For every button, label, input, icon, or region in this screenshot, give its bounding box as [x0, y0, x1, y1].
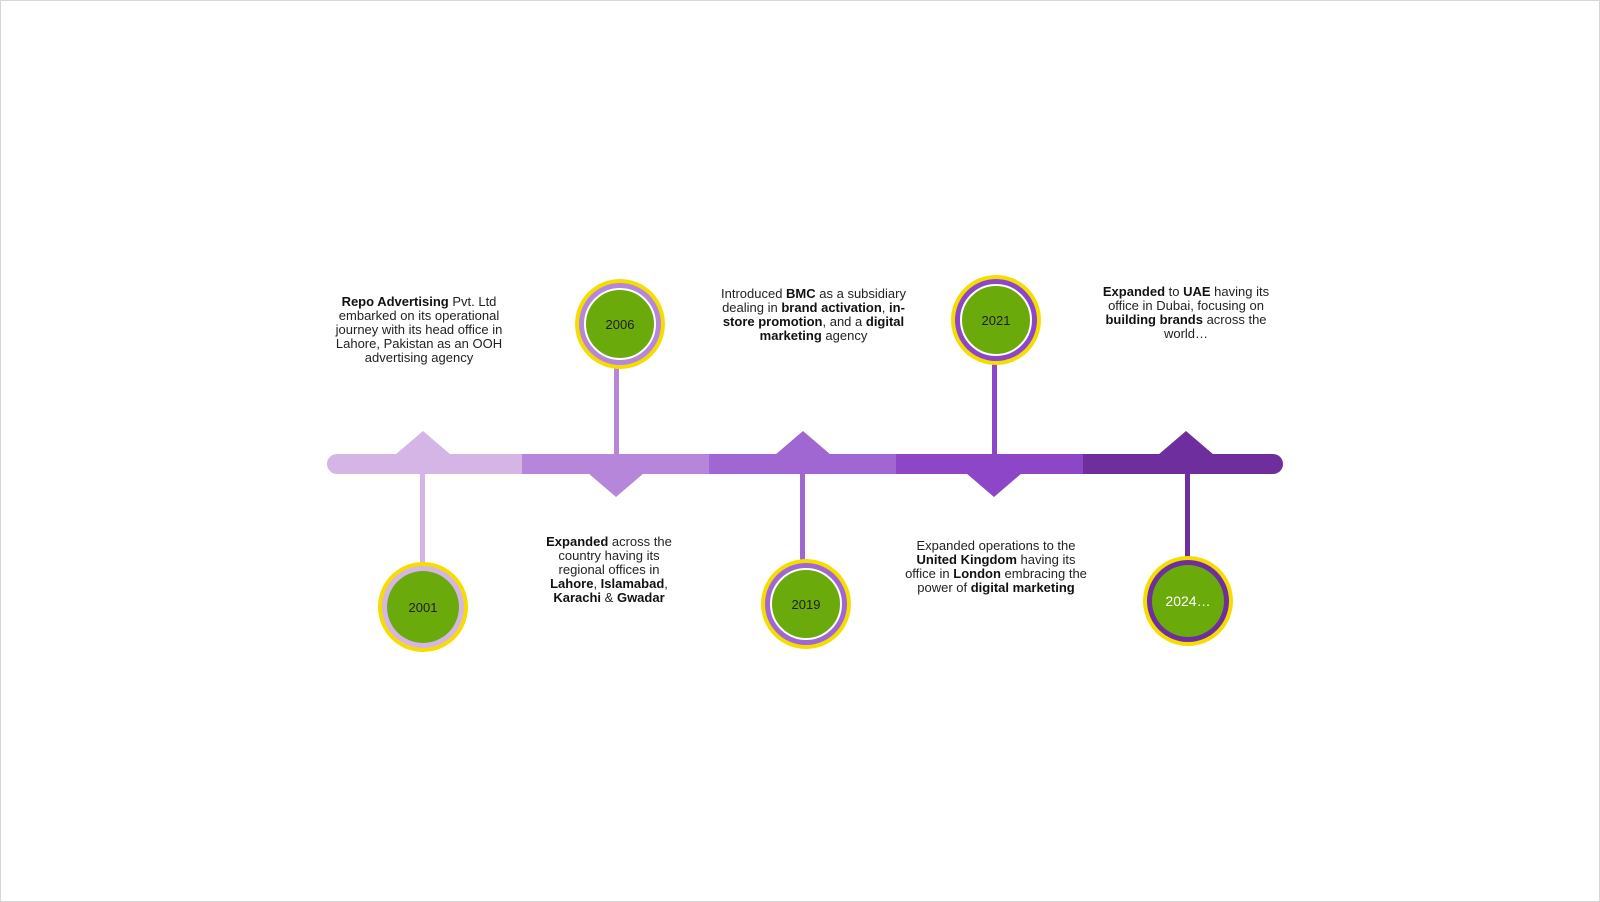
milestone-description-2021: Expanded operations to the United Kingdo… [901, 539, 1091, 595]
milestone-node-2021: 2021 [951, 275, 1041, 365]
milestone-description-2019: Introduced BMC as a subsidiary dealing i… [721, 287, 906, 343]
description-emphasis: UAE [1183, 284, 1211, 299]
description-text: & [601, 590, 617, 605]
timeline-stem-2021 [992, 363, 997, 455]
timeline-segment-3 [709, 454, 897, 474]
timeline-arrow-2019 [775, 431, 831, 455]
description-emphasis: Expanded [1102, 284, 1166, 299]
description-emphasis: Karachi [553, 590, 602, 605]
description-text: having its office in [905, 552, 1076, 581]
description-emphasis: digital marketing [970, 580, 1075, 595]
description-text: , and a [822, 314, 866, 329]
timeline-arrow-2021 [966, 473, 1022, 497]
timeline-stem-2006 [614, 367, 619, 455]
milestone-description-2024: Expanded to UAE having its office in Dub… [1100, 285, 1272, 341]
milestone-description-2001: Repo Advertising Pvt. Ltd embarked on it… [324, 295, 514, 365]
description-text: across the country having its regional o… [558, 534, 672, 577]
description-emphasis: Lahore [550, 576, 594, 591]
description-emphasis: London [953, 566, 1001, 581]
description-text: Introduced [721, 286, 787, 301]
milestone-node-2001: 2001 [378, 562, 468, 652]
timeline-segment-2 [522, 454, 710, 474]
description-emphasis: Repo Advertising [341, 294, 449, 309]
description-text: , [881, 300, 890, 315]
description-emphasis: United Kingdom [916, 552, 1017, 567]
milestone-node-2006: 2006 [575, 279, 665, 369]
timeline-stem-2001 [420, 473, 425, 563]
description-emphasis: Gwadar [616, 590, 665, 605]
description-emphasis: brand activation [781, 300, 882, 315]
description-text: , [593, 576, 601, 591]
milestone-year-2006: 2006 [605, 316, 635, 332]
milestone-year-2019: 2019 [791, 596, 821, 612]
description-emphasis: BMC [786, 286, 816, 301]
description-emphasis: building brands [1105, 312, 1203, 327]
timeline-segment-5 [1083, 454, 1283, 474]
description-text: having its office in Dubai, focusing on [1108, 284, 1270, 313]
description-text: Expanded operations to the [916, 538, 1076, 553]
timeline-arrow-2001 [395, 431, 451, 455]
timeline-stem-2024 [1185, 473, 1190, 559]
description-text: Pvt. Ltd embarked on its operational jou… [335, 294, 503, 365]
description-emphasis: in-store promotion [722, 300, 905, 329]
milestone-node-2024: 2024… [1143, 556, 1233, 646]
description-emphasis: Expanded [546, 534, 609, 549]
milestone-node-2019: 2019 [761, 559, 851, 649]
description-text: across the world… [1163, 312, 1267, 341]
timeline-arrow-2006 [588, 473, 644, 497]
description-emphasis: digital marketing [759, 314, 905, 343]
milestone-year-2024: 2024… [1165, 593, 1211, 609]
description-text: as a subsidiary dealing in [722, 286, 906, 315]
description-text: , [664, 576, 668, 591]
description-text: to [1165, 284, 1184, 299]
timeline-arrow-2024 [1158, 431, 1214, 455]
description-text: embracing the power of [917, 566, 1087, 595]
milestone-year-2021: 2021 [981, 312, 1011, 328]
milestone-year-2001: 2001 [408, 599, 438, 615]
description-emphasis: Islamabad [600, 576, 665, 591]
timeline-stem-2019 [800, 473, 805, 561]
milestone-description-2006: Expanded across the country having its r… [534, 535, 684, 605]
timeline-segment-4 [896, 454, 1084, 474]
description-text: agency [821, 328, 868, 343]
timeline-segment-1 [327, 454, 523, 474]
